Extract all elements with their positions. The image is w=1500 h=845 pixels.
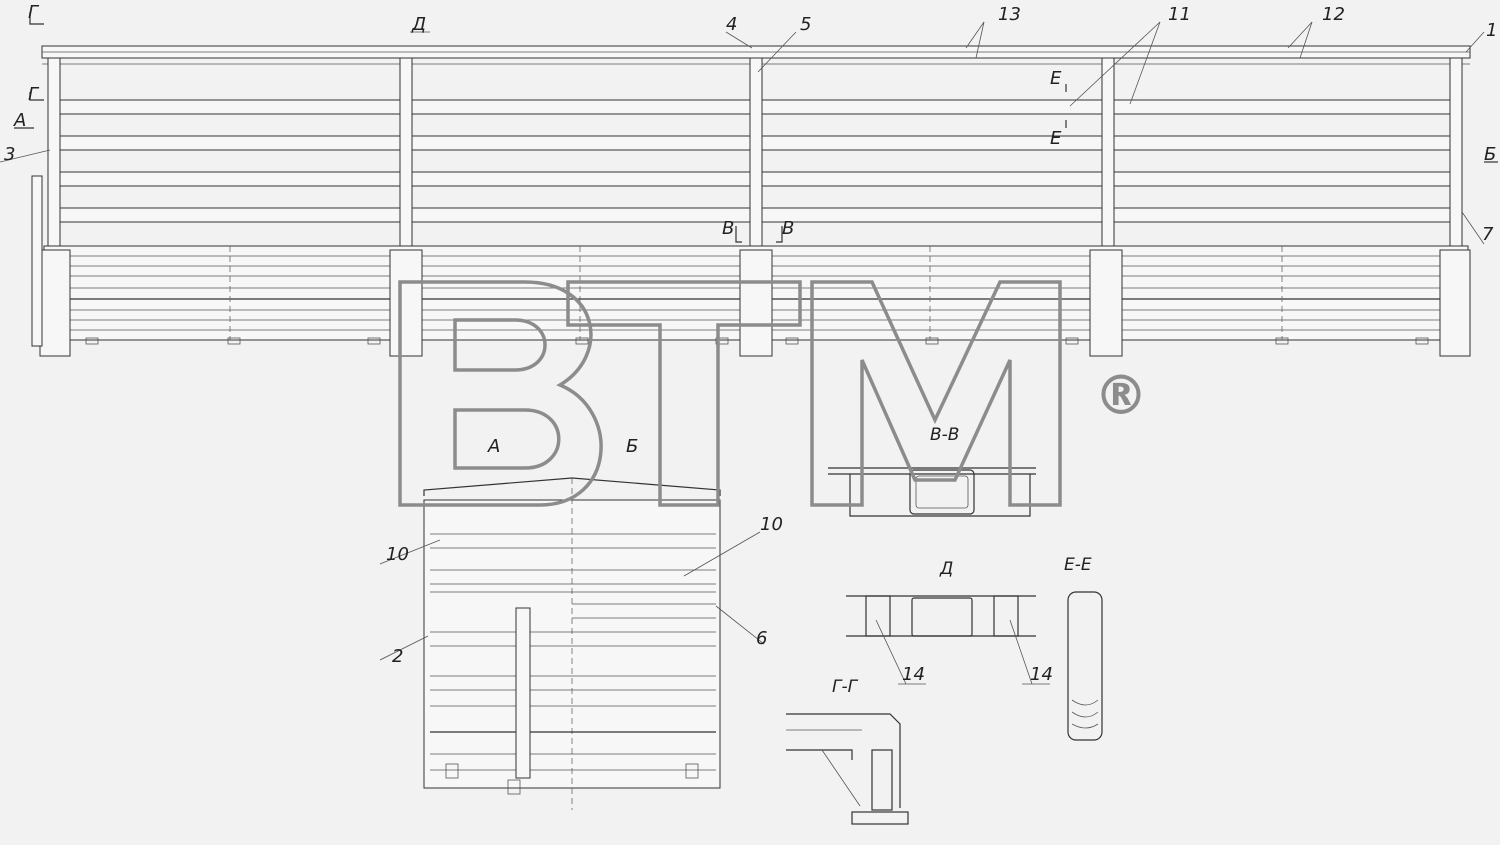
- label-10-left: 10: [386, 544, 409, 565]
- label-e-bottom: Е: [1050, 128, 1062, 149]
- section-ee: [1067, 591, 1103, 741]
- watermark-registered: ®: [1094, 364, 1148, 427]
- label-12: 12: [1322, 4, 1345, 25]
- label-14-right: 14: [1030, 664, 1053, 685]
- end-view: [379, 477, 765, 810]
- label-b-arrow: Б: [1484, 144, 1496, 165]
- label-g-left: Г: [28, 84, 40, 105]
- label-a-arrow: А: [13, 110, 26, 131]
- label-3: 3: [4, 144, 15, 165]
- label-6: 6: [756, 628, 767, 649]
- side-view: Г Д 4 5 13 11 12 1 А Г 3 Б 7 Е Е В В: [0, 2, 1498, 357]
- label-view-a: А: [487, 436, 500, 457]
- latches: [85, 337, 1429, 345]
- section-vv-title: В-В: [930, 425, 959, 445]
- label-view-b: Б: [626, 436, 638, 457]
- hinges: [39, 249, 1471, 357]
- label-v-right: В: [782, 218, 794, 239]
- label-2: 2: [392, 646, 403, 667]
- section-d-title: Д: [939, 559, 953, 579]
- label-14-left: 14: [902, 664, 925, 685]
- section-d: [846, 595, 1050, 685]
- label-g-top: Г: [28, 2, 40, 23]
- label-e-top: Е: [1050, 68, 1062, 89]
- label-4: 4: [726, 14, 737, 35]
- label-v-left: В: [722, 218, 734, 239]
- label-5: 5: [800, 14, 811, 35]
- label-1: 1: [1486, 20, 1497, 41]
- label-7: 7: [1482, 224, 1494, 245]
- section-ee-title: Е-Е: [1064, 555, 1092, 575]
- leader-lines: [0, 21, 1485, 245]
- label-13: 13: [998, 4, 1021, 25]
- label-11: 11: [1168, 4, 1191, 25]
- section-vv: [828, 467, 1036, 517]
- section-gg-title: Г-Г: [832, 677, 859, 697]
- label-10-right: 10: [760, 514, 783, 535]
- section-gg: [786, 713, 909, 825]
- btm-watermark: ®: [398, 280, 1148, 507]
- label-d: Д: [411, 14, 426, 35]
